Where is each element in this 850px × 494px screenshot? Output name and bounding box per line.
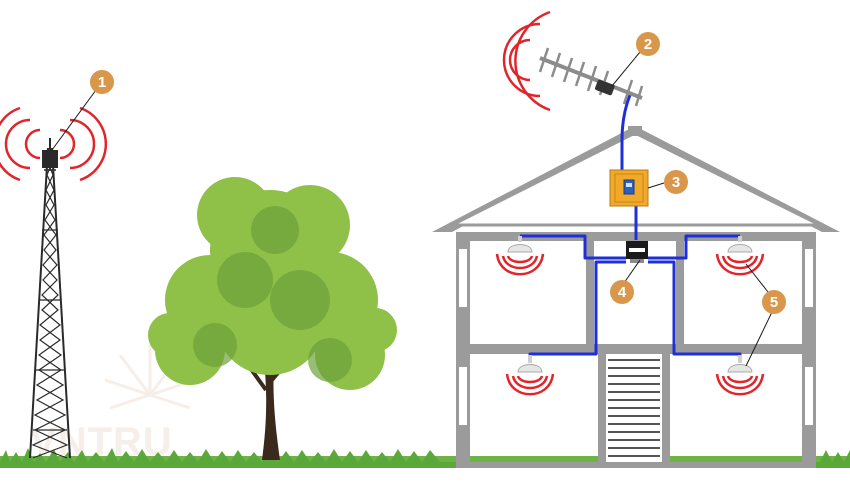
callout-badge-2: 2	[636, 32, 660, 56]
house-windows	[457, 247, 815, 427]
ceiling-antenna-upper-right	[715, 236, 765, 276]
callout-label-1: 1	[98, 74, 106, 91]
antenna-signal-waves-icon	[502, 10, 551, 112]
splitter	[626, 241, 648, 263]
cable-antenna-to-booster	[620, 94, 632, 172]
callout-label-4: 4	[618, 284, 627, 301]
cable-upper-left	[520, 234, 626, 260]
cable-upper-right	[648, 234, 740, 260]
cell-tower	[29, 138, 71, 459]
tower-signal-waves-icon	[0, 106, 108, 182]
indoor-ceiling-antennas	[495, 236, 765, 396]
watermark-sunburst-icon	[104, 345, 196, 410]
callout-label-3: 3	[672, 174, 680, 191]
callout-badge-3: 3	[664, 170, 688, 194]
stairs	[606, 354, 662, 462]
outdoor-yagi-antenna	[538, 47, 644, 107]
callout-badge-5: 5	[762, 290, 786, 314]
ceiling-antenna-lower-left	[505, 355, 555, 396]
callout-leader-lines	[51, 51, 773, 367]
signal-booster	[609, 169, 649, 207]
callout-label-5: 5	[770, 294, 778, 311]
callout-badge-4: 4	[610, 280, 634, 304]
callout-label-2: 2	[644, 36, 652, 53]
callout-badge-1: 1	[90, 70, 114, 94]
ceiling-antenna-lower-right	[715, 355, 765, 396]
ceiling-antenna-upper-left	[495, 236, 545, 276]
tree	[148, 177, 397, 460]
